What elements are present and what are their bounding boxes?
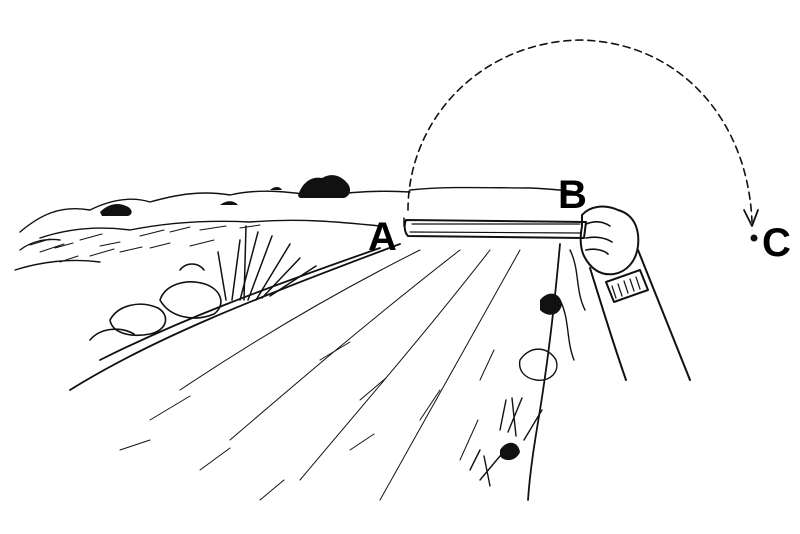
left-hill-shading (29, 224, 261, 263)
right-roadside-vegetation (469, 249, 586, 487)
road-edges (69, 243, 561, 501)
wristwatch-icon (605, 269, 649, 303)
roadside-rocks (89, 263, 222, 341)
stick-icon (403, 217, 587, 239)
horizon-hills (14, 186, 576, 271)
arm (589, 249, 691, 381)
label-a: A (368, 215, 397, 259)
road-texture (119, 249, 521, 501)
horizon-bushes (100, 175, 351, 216)
label-c: C (762, 221, 791, 265)
hand-icon (579, 205, 640, 276)
rotation-arc (407, 39, 753, 223)
label-b: B (558, 173, 587, 217)
arrow-head-icon (743, 209, 759, 242)
right-roadside-dark-shading (500, 293, 562, 461)
